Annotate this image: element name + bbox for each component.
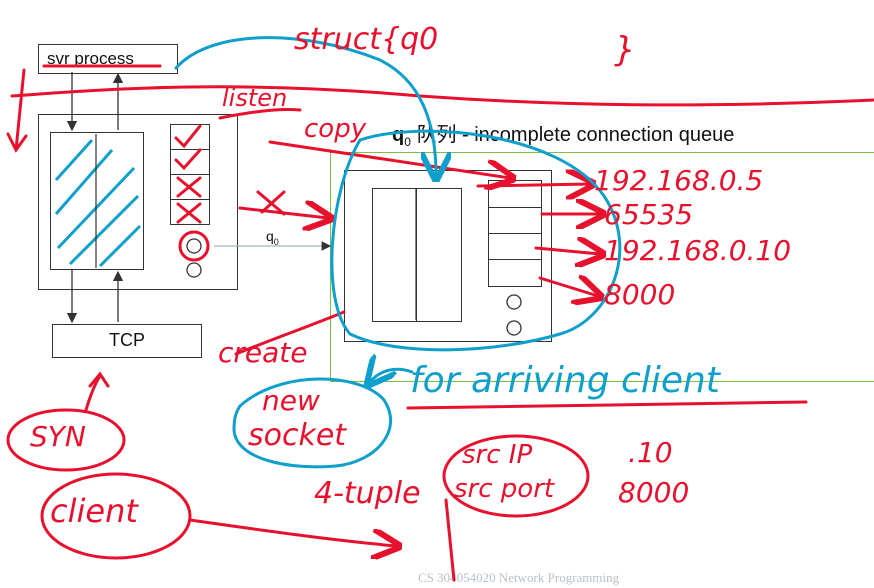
up-arrow bbox=[84, 371, 110, 412]
hw-ip-010: 192.168.0.10 bbox=[604, 234, 792, 267]
q0-heading: q0 队列 - incomplete connection queue bbox=[392, 118, 734, 149]
new-circle-1 bbox=[506, 294, 522, 310]
q0-heading-q: q bbox=[392, 124, 405, 146]
syn-circle bbox=[6, 408, 126, 472]
check-1 bbox=[174, 124, 202, 149]
q0-heading-text: 队列 - incomplete connection queue bbox=[410, 124, 735, 146]
blue-ink-strokes bbox=[174, 36, 622, 469]
listen-underline bbox=[218, 108, 302, 120]
create-arrow bbox=[234, 310, 346, 356]
hw-4-tuple: 4-tuple bbox=[314, 476, 421, 511]
hw-src-port: src port bbox=[454, 474, 555, 504]
hw-src-ip: src IP bbox=[462, 440, 533, 470]
hw-val-10: .10 bbox=[628, 436, 673, 469]
arrow-8000 bbox=[538, 278, 598, 296]
hw-copy: copy bbox=[304, 114, 367, 144]
new-socket-buffer-right bbox=[416, 188, 462, 322]
q0-heading-sub: 0 bbox=[404, 135, 411, 149]
check-2 bbox=[174, 148, 202, 171]
new-queue-slot-3 bbox=[488, 233, 542, 261]
hw-syn: SYN bbox=[30, 420, 86, 453]
left-down-arrow bbox=[6, 68, 28, 153]
hw-port-65535: 65535 bbox=[604, 198, 694, 231]
hw-socket: socket bbox=[248, 418, 347, 453]
server-circle-1 bbox=[186, 238, 202, 254]
for-client-underline bbox=[406, 400, 808, 410]
src-tail bbox=[444, 498, 456, 582]
hw-for-arriving-client: for arriving client bbox=[410, 360, 720, 401]
tcp-box: TCP bbox=[52, 324, 202, 358]
wave-line bbox=[10, 85, 874, 107]
hw-listen: listen bbox=[222, 84, 288, 112]
q0-arrow-q: q bbox=[266, 228, 274, 244]
server-buffer-hatch bbox=[54, 134, 142, 268]
new-circle-2 bbox=[506, 320, 522, 336]
socket-outline bbox=[330, 129, 622, 352]
struct-arrow bbox=[174, 36, 436, 176]
arrow-ip-010 bbox=[534, 248, 600, 254]
svr-process-label: svr process bbox=[47, 49, 134, 68]
hw-val-8000: 8000 bbox=[618, 476, 690, 509]
tcp-label: TCP bbox=[109, 330, 145, 350]
hw-client: client bbox=[50, 492, 138, 530]
arrow-ip-05 bbox=[476, 184, 590, 186]
cross-1 bbox=[176, 176, 202, 198]
server-socket-buffer bbox=[50, 132, 144, 270]
new-queue-slot-4 bbox=[488, 259, 542, 287]
hw-create: create bbox=[218, 336, 308, 369]
x-on-arrow bbox=[256, 190, 286, 216]
circle-mark bbox=[178, 230, 210, 262]
client-arrow bbox=[188, 518, 396, 546]
server-circle-2 bbox=[186, 262, 202, 278]
hw-struct-q0: struct{q0 bbox=[294, 22, 439, 57]
svr-process-box: svr process bbox=[38, 44, 178, 74]
new-socket-outline bbox=[232, 377, 392, 469]
hw-brace: } bbox=[614, 30, 636, 70]
client-circle bbox=[40, 472, 192, 560]
red-ink-strokes bbox=[6, 64, 874, 582]
new-socket-arrow bbox=[370, 369, 414, 382]
footer-caption: CS 304054020 Network Programming bbox=[418, 570, 620, 585]
hw-new: new bbox=[262, 384, 320, 417]
cross-2 bbox=[176, 202, 202, 224]
q0-arrow-label: q0 bbox=[266, 228, 279, 247]
hw-port-8000: 8000 bbox=[604, 278, 676, 311]
copy-arrow bbox=[268, 140, 510, 178]
q0-arrow-sub: 0 bbox=[273, 236, 279, 247]
hw-ip-05: 192.168.0.5 bbox=[594, 164, 764, 197]
src-circle bbox=[442, 434, 590, 518]
